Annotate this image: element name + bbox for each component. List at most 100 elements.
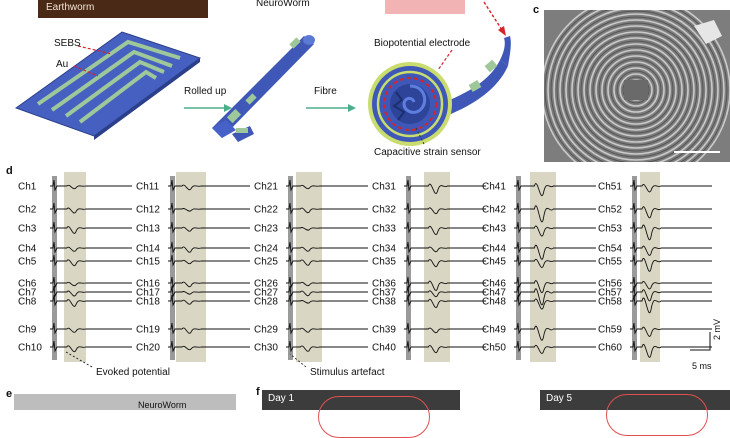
channel-trace xyxy=(50,322,132,335)
capacitive-strain-sensor-label: Capacitive strain sensor xyxy=(374,147,481,158)
stimulus-band xyxy=(52,176,57,360)
channel-label: Ch37 xyxy=(372,288,396,299)
channel-trace xyxy=(168,254,250,267)
channel-label: Ch51 xyxy=(598,182,622,193)
panel-letter-f: f xyxy=(256,386,260,398)
channel-trace xyxy=(50,202,132,215)
channel-label: Ch1 xyxy=(18,182,37,193)
channel-trace xyxy=(514,285,596,306)
earthworm-label: Earthworm xyxy=(46,2,95,13)
channel-trace xyxy=(168,276,250,289)
channel-label: Ch17 xyxy=(136,288,160,299)
channel-label: Ch41 xyxy=(482,182,506,193)
channel-trace xyxy=(168,221,250,234)
channel-label: Ch53 xyxy=(598,224,622,235)
channel-trace xyxy=(50,221,132,234)
channel-trace xyxy=(514,221,596,237)
channel-label: Ch10 xyxy=(18,343,42,354)
channel-trace xyxy=(286,285,368,298)
channel-label: Ch18 xyxy=(136,297,160,308)
channel-trace xyxy=(286,179,368,192)
artefact-leader xyxy=(289,353,307,368)
channel-trace xyxy=(404,179,486,194)
channel-label: Ch12 xyxy=(136,205,160,216)
channel-trace xyxy=(286,221,368,234)
channel-label: Ch9 xyxy=(18,325,37,336)
channel-label: Ch44 xyxy=(482,244,506,255)
recording-traces: Ch1Ch2Ch3Ch4Ch5Ch6Ch7Ch8Ch9Ch10Ch11Ch12C… xyxy=(18,172,712,368)
channel-label: Ch16 xyxy=(136,279,160,290)
channel-label: Ch25 xyxy=(254,257,278,268)
channel-label: Ch35 xyxy=(372,257,396,268)
evoked-leader xyxy=(65,351,93,368)
channel-trace xyxy=(514,340,596,354)
channel-trace xyxy=(168,241,250,254)
channel-trace xyxy=(404,294,486,308)
channel-label: Ch3 xyxy=(18,224,37,235)
fabrication-illustration xyxy=(14,1,511,146)
channel-label: Ch14 xyxy=(136,244,160,255)
channel-trace xyxy=(168,294,250,307)
evoked-band xyxy=(64,172,86,362)
scale-voltage-label: 2 mV xyxy=(712,318,722,340)
stimulus-band xyxy=(516,176,521,360)
stimulus-band xyxy=(170,176,175,360)
channel-label: Ch47 xyxy=(482,288,506,299)
channel-label: Ch23 xyxy=(254,224,278,235)
day1-red-outline xyxy=(318,396,430,438)
channel-trace xyxy=(630,179,712,193)
sem-spiral xyxy=(541,0,730,185)
day5-label: Day 5 xyxy=(546,393,573,404)
channel-trace xyxy=(168,285,250,298)
channel-trace xyxy=(50,276,132,289)
channel-label: Ch24 xyxy=(254,244,278,255)
channel-label: Ch28 xyxy=(254,297,278,308)
channel-trace xyxy=(168,340,250,353)
channel-label: Ch59 xyxy=(598,325,622,336)
channel-trace xyxy=(404,221,486,235)
channel-label: Ch26 xyxy=(254,279,278,290)
evoked-potential-label: Evoked potential xyxy=(96,367,170,378)
channel-trace xyxy=(50,179,132,192)
day1-label: Day 1 xyxy=(268,393,295,404)
channel-trace xyxy=(630,221,712,241)
channel-label: Ch42 xyxy=(482,205,506,216)
channel-trace xyxy=(514,294,596,310)
evoked-band xyxy=(296,172,322,362)
channel-label: Ch57 xyxy=(598,288,622,299)
stimulus-artefact-label: Stimulus artefact xyxy=(310,367,385,378)
channel-label: Ch31 xyxy=(372,182,396,193)
panel-e-image: NeuroWorm xyxy=(14,394,236,410)
stimulus-band xyxy=(406,176,411,360)
channel-trace xyxy=(514,254,596,268)
channel-label: Ch60 xyxy=(598,343,622,354)
channel-trace xyxy=(404,241,486,254)
channel-label: Ch50 xyxy=(482,343,506,354)
channel-label: Ch34 xyxy=(372,244,396,255)
day5-image: Day 5 xyxy=(540,390,730,436)
stimulus-band xyxy=(632,176,637,360)
channel-label: Ch54 xyxy=(598,244,622,255)
channel-label: Ch7 xyxy=(18,288,37,299)
stimulus-band xyxy=(288,176,293,360)
sem-image xyxy=(541,0,730,185)
channel-trace xyxy=(630,340,712,358)
evoked-band xyxy=(424,172,450,362)
channel-label: Ch22 xyxy=(254,205,278,216)
sebs-label: SEBS xyxy=(54,38,81,49)
channel-label: Ch20 xyxy=(136,343,160,354)
channel-trace xyxy=(630,285,712,302)
channel-trace xyxy=(50,285,132,298)
channel-label: Ch19 xyxy=(136,325,160,336)
channel-label: Ch43 xyxy=(482,224,506,235)
neuroworm-title: NeuroWorm xyxy=(256,0,310,9)
day5-red-outline xyxy=(606,394,708,436)
evoked-band xyxy=(640,172,660,362)
scale-bar xyxy=(690,332,711,351)
channel-trace xyxy=(286,322,368,335)
fibre-label: Fibre xyxy=(314,86,337,97)
channel-trace xyxy=(630,322,712,337)
scale-time-label: 5 ms xyxy=(692,361,712,371)
rolled-up-label: Rolled up xyxy=(184,86,227,97)
channel-label: Ch27 xyxy=(254,288,278,299)
